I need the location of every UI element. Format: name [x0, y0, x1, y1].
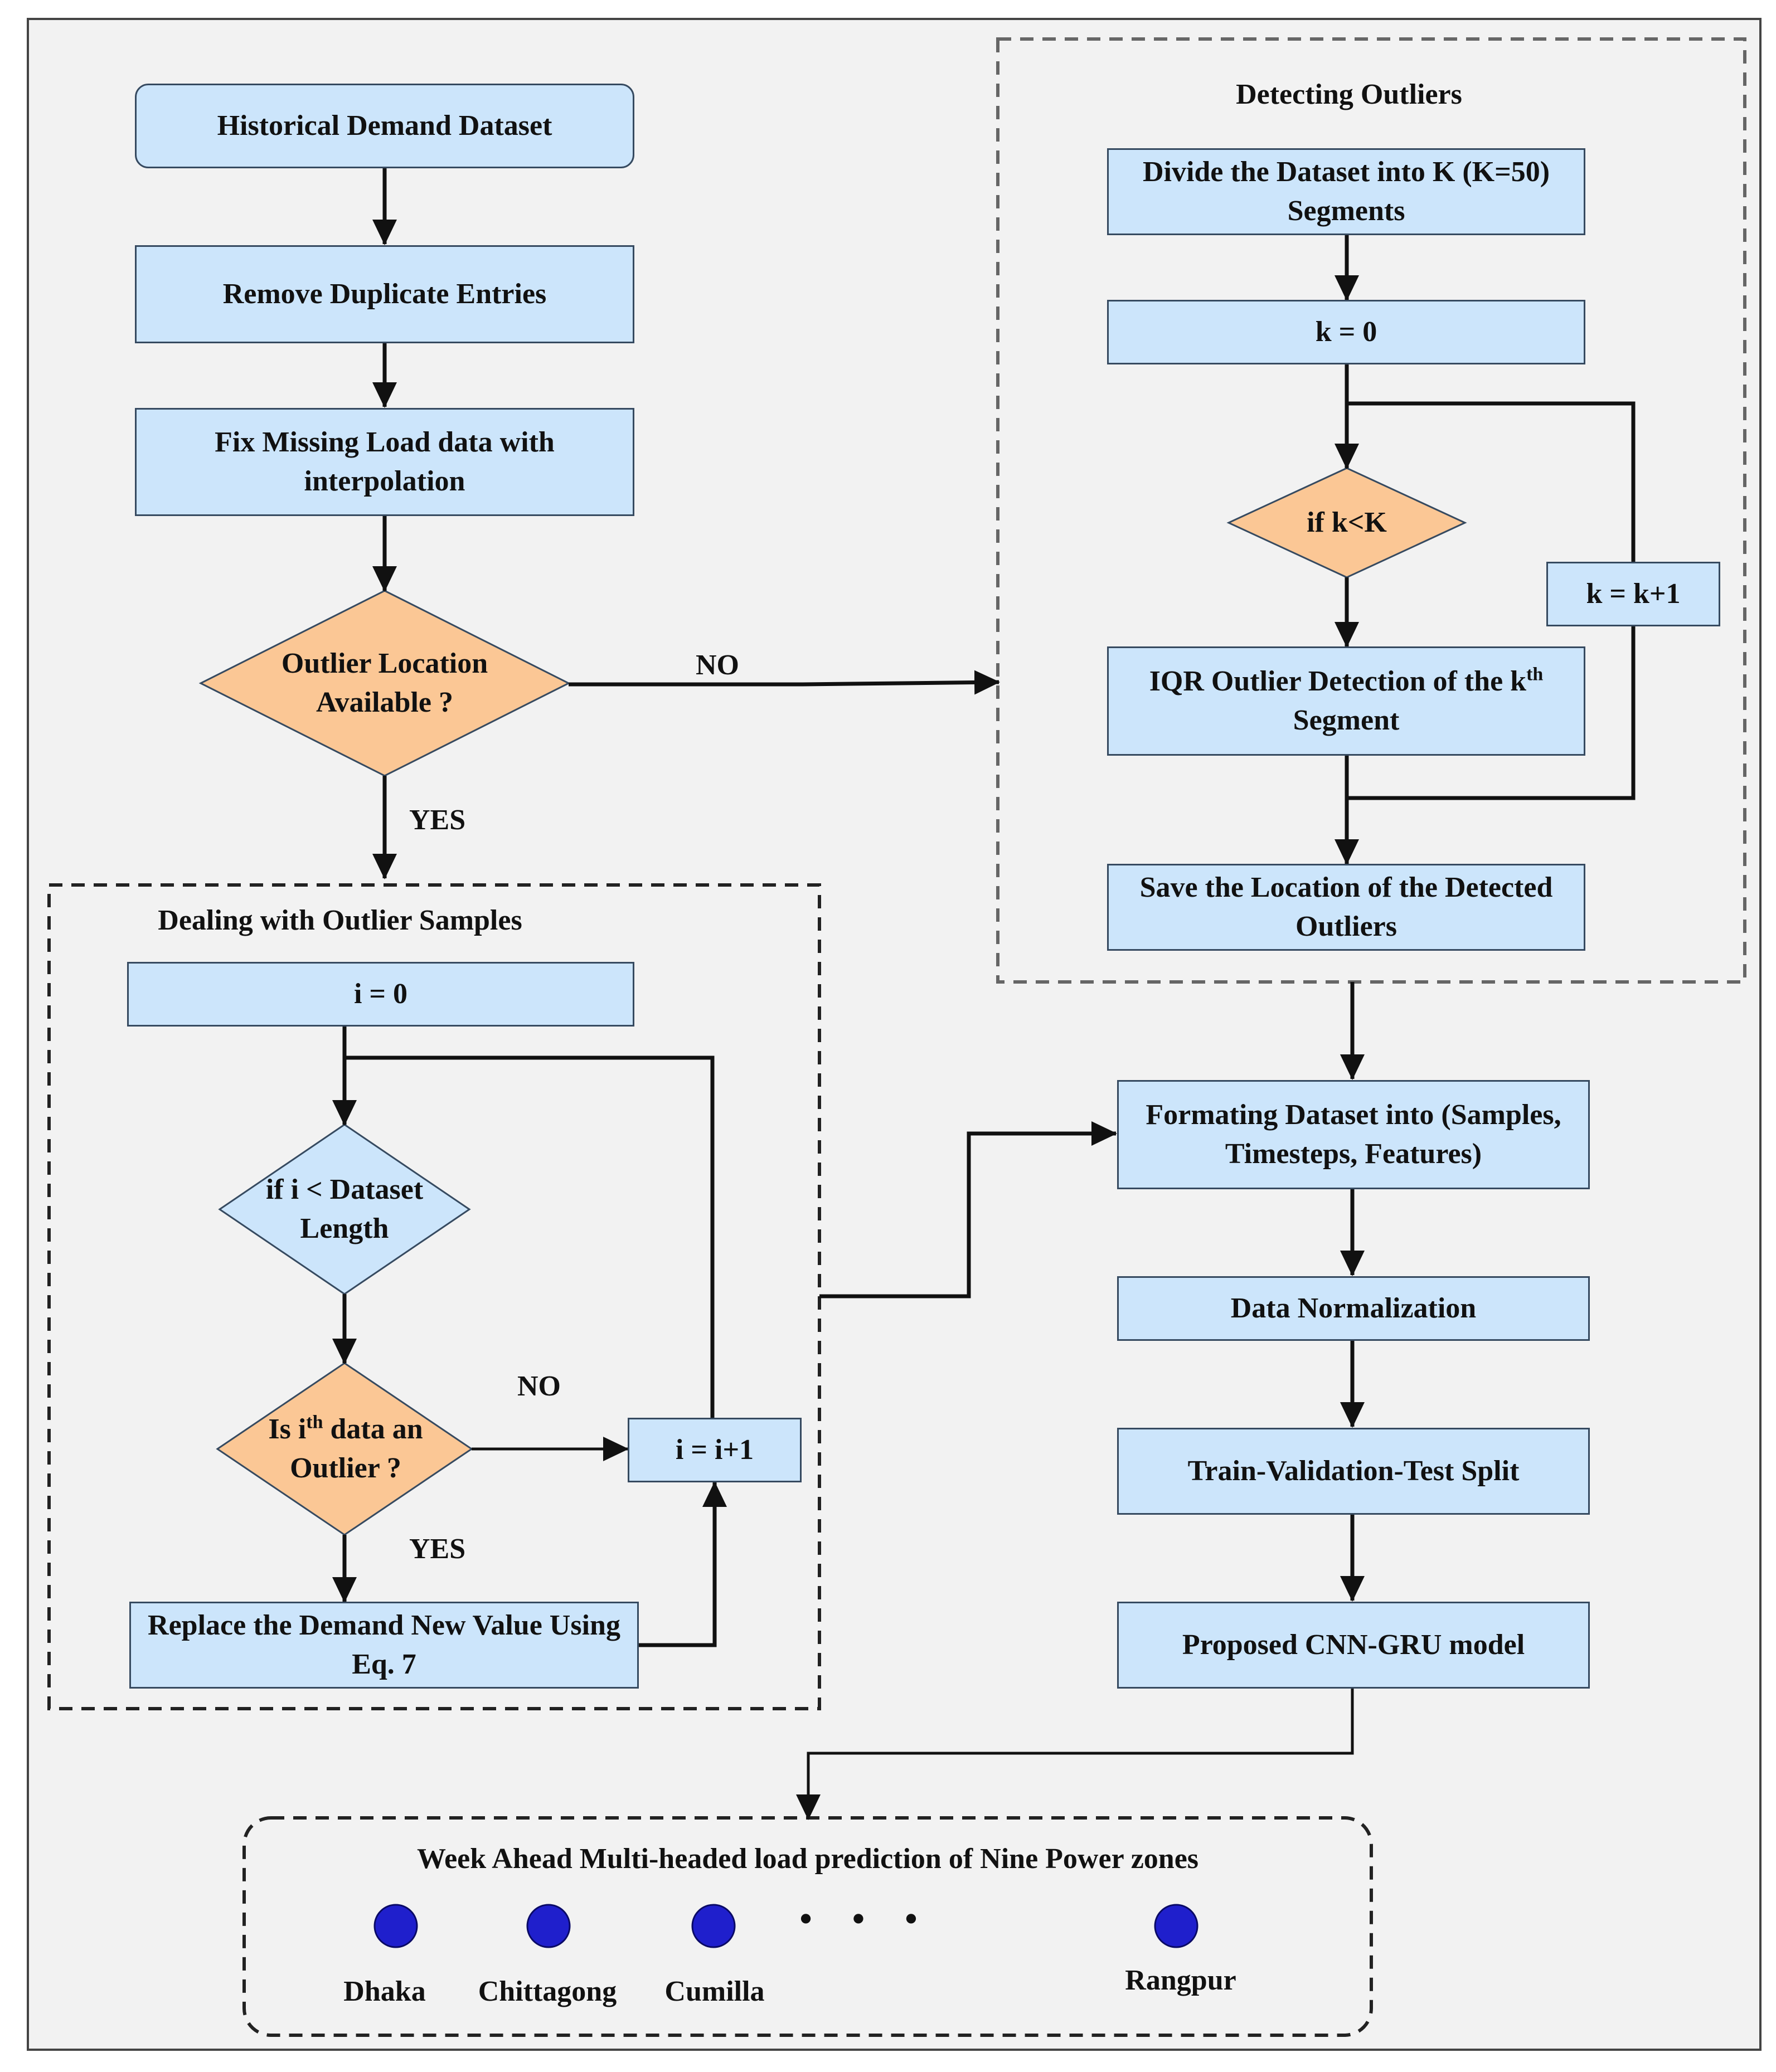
formatting-label: Formating Dataset into (Samples, Timeste… — [1146, 1099, 1561, 1170]
remove-duplicates-label: Remove Duplicate Entries — [222, 278, 547, 310]
split-label: Train-Validation-Test Split — [1187, 1455, 1520, 1487]
fix-missing-label: Fix Missing Load data with interpolation — [215, 426, 555, 497]
loop-k-bottom — [1347, 625, 1636, 800]
historical-dataset-label: Historical Demand Dataset — [217, 110, 552, 142]
prediction-title: Week Ahead Multi-headed load prediction … — [416, 1843, 1199, 1875]
is-outlier-prefix: Is i — [268, 1413, 307, 1446]
loop-k-top — [1347, 401, 1636, 563]
divide-dataset-box: Divide the Dataset into K (K=50) Segment… — [1107, 148, 1585, 235]
is-outlier-suffix: data an Outlier ? — [290, 1413, 423, 1484]
remove-duplicates-box: Remove Duplicate Entries — [135, 245, 634, 343]
i-init-box: i = 0 — [127, 962, 634, 1027]
save-location-box: Save the Location of the Detected Outlie… — [1107, 864, 1585, 951]
zone-dot-rangpur — [1154, 1904, 1198, 1948]
divide-dataset-label: Divide the Dataset into K (K=50) Segment… — [1142, 156, 1550, 227]
arrow-dealing-to-formatting — [819, 1121, 1117, 1298]
replace-value-box: Replace the Demand New Value Using Eq. 7 — [129, 1602, 639, 1689]
replace-value-label: Replace the Demand New Value Using Eq. 7 — [148, 1609, 620, 1680]
iqr-detection-sup: th — [1526, 664, 1544, 685]
k-increment-label: k = k+1 — [1586, 578, 1681, 610]
no-label-inner: NO — [517, 1370, 561, 1402]
k-condition-decision: if k<K — [1241, 502, 1453, 544]
yes-label-outer: YES — [409, 804, 466, 836]
detecting-outliers-region — [996, 37, 1746, 984]
iqr-detection-suffix: Segment — [1293, 704, 1400, 736]
arrow-model-to-prediction — [796, 1687, 1354, 1820]
zones-ellipsis: • • • — [799, 1899, 933, 1938]
fix-missing-box: Fix Missing Load data with interpolation — [135, 408, 634, 516]
model-label: Proposed CNN-GRU model — [1182, 1629, 1525, 1661]
k-increment-box: k = k+1 — [1546, 562, 1720, 626]
k-condition-label: if k<K — [1307, 507, 1387, 539]
normalization-box: Data Normalization — [1117, 1276, 1590, 1341]
zone-dot-cumilla — [691, 1904, 736, 1948]
zone-label-cumilla: Cumilla — [664, 1976, 765, 2007]
normalization-label: Data Normalization — [1230, 1292, 1477, 1325]
zone-label-dhaka: Dhaka — [343, 1976, 426, 2007]
k-init-box: k = 0 — [1107, 300, 1585, 364]
arrow-replace-to-increment — [638, 1481, 727, 1647]
model-box: Proposed CNN-GRU model — [1117, 1602, 1590, 1689]
is-outlier-sup: th — [306, 1412, 323, 1433]
is-outlier-decision: Is ith data an Outlier ? — [240, 1410, 452, 1488]
outlier-location-label: Outlier Location Available ? — [281, 648, 488, 718]
i-increment-label: i = i+1 — [675, 1434, 754, 1466]
iqr-detection-prefix: IQR Outlier Detection of the k — [1149, 665, 1527, 698]
save-location-label: Save the Location of the Detected Outlie… — [1139, 872, 1553, 942]
i-condition-label: if i < Dataset Length — [265, 1174, 424, 1244]
i-increment-box: i = i+1 — [628, 1418, 802, 1482]
zone-label-chittagong: Chittagong — [478, 1976, 617, 2007]
formatting-box: Formating Dataset into (Samples, Timeste… — [1117, 1080, 1590, 1189]
dealing-outliers-title: Dealing with Outlier Samples — [158, 904, 522, 936]
historical-dataset-box: Historical Demand Dataset — [135, 84, 634, 168]
no-label-outer: NO — [696, 649, 739, 681]
zone-label-rangpur: Rangpur — [1125, 1964, 1236, 1996]
zone-dot-chittagong — [526, 1904, 571, 1948]
loop-i — [344, 1056, 715, 1419]
is-outlier-text: Is ith data an Outlier ? — [240, 1410, 452, 1487]
yes-label-inner: YES — [409, 1533, 466, 1565]
i-condition-decision: if i < Dataset Length — [245, 1170, 444, 1248]
i-init-label: i = 0 — [353, 978, 408, 1010]
split-box: Train-Validation-Test Split — [1117, 1428, 1590, 1515]
k-init-label: k = 0 — [1315, 316, 1377, 348]
arrow-no-to-detecting — [569, 670, 1000, 695]
zone-dot-dhaka — [373, 1904, 418, 1948]
detecting-outliers-title: Detecting Outliers — [1236, 79, 1462, 110]
outlier-location-decision: Outlier Location Available ? — [245, 641, 524, 726]
